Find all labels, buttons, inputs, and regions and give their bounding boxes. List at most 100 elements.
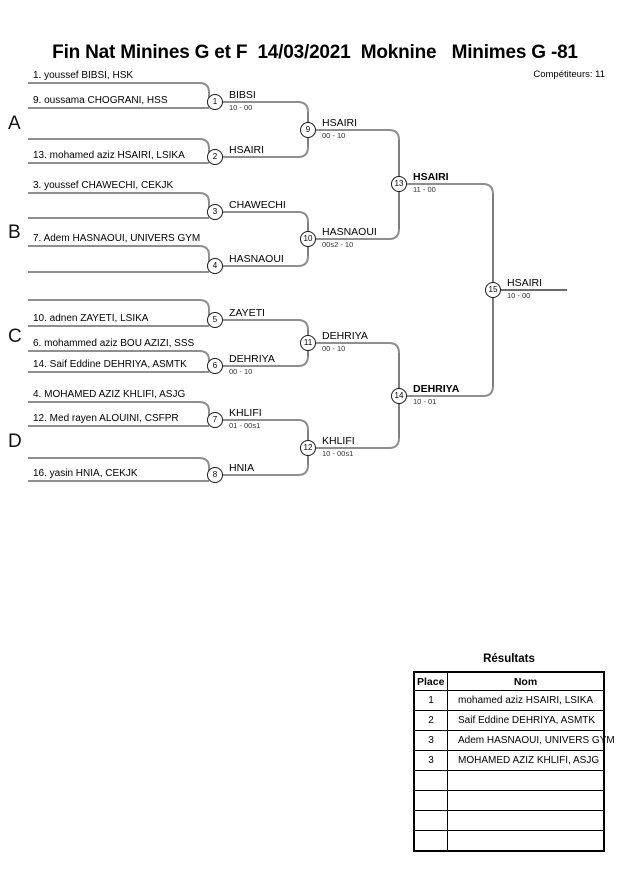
result-name: [447, 770, 605, 791]
entry-line: [28, 192, 210, 212]
winner-line: [316, 437, 400, 449]
result-place: 3: [413, 730, 448, 751]
result-place: [413, 770, 448, 791]
bracket-entry: 9. oussama CHOGRANI, HSS: [33, 95, 168, 106]
bracket-entry: 7. Adem HASNAOUI, UNIVERS GYM: [33, 233, 201, 244]
results-title: Résultats: [483, 653, 535, 665]
match-number-badge: 4: [207, 258, 223, 274]
winner-lines: [223, 101, 494, 476]
table-row: [413, 830, 605, 852]
match-winner: DEHRIYA: [413, 383, 460, 395]
match-score: 10 - 00s1: [322, 449, 354, 458]
winner-line: [316, 228, 400, 240]
result-place: 1: [413, 690, 448, 711]
winner-line: [223, 419, 309, 431]
match-score: 10 - 01: [413, 397, 437, 406]
winner-line: [223, 211, 309, 223]
match-winner: BIBSI: [229, 89, 256, 101]
match-number-badge: 5: [207, 312, 223, 328]
match-winner: KHLIFI: [322, 435, 355, 447]
match-winner: DEHRIYA: [322, 330, 368, 342]
match-winner: HSAIRI: [229, 144, 265, 156]
match-number-badge: 10: [300, 231, 316, 247]
match-score: 10 - 00: [507, 291, 531, 300]
pool-label-a: A: [8, 113, 21, 134]
result-place: 2: [413, 710, 448, 731]
result-name: Saif Eddine DEHRIYA, ASMTK: [447, 710, 605, 731]
match-number-badge: 6: [207, 358, 223, 374]
match-winner: HSAIRI: [322, 117, 358, 129]
result-place: 3: [413, 750, 448, 771]
match-score: 00 - 10: [322, 344, 346, 353]
bracket-entry: 12. Med rayen ALOUINI, CSFPR: [33, 413, 179, 424]
match-number-badge: 15: [485, 282, 501, 298]
match-score: 00s2 - 10: [322, 240, 354, 249]
table-row: 2 Saif Eddine DEHRIYA, ASMTK: [413, 710, 605, 731]
table-row: [413, 790, 605, 811]
match-winner: KHLIFI: [229, 407, 262, 419]
match-number-badge: 2: [207, 149, 223, 165]
bracket-entry: 6. mohammed aziz BOU AZIZI, SSS: [33, 338, 195, 349]
match-winner: HASNAOUI: [229, 253, 284, 265]
match-score: 00 - 10: [229, 367, 253, 376]
column-header-nom: Nom: [447, 671, 605, 691]
match-score: 10 - 00: [229, 103, 253, 112]
table-row: [413, 810, 605, 831]
bracket-entry: 4. MOHAMED AZIZ KHLIFI, ASJG: [33, 389, 186, 400]
match-winner: HSAIRI: [413, 171, 449, 183]
winner-line: [223, 255, 309, 267]
table-row: 3 MOHAMED AZIZ KHLIFI, ASJG: [413, 750, 605, 771]
bracket-entry: 3. youssef CHAWECHI, CEKJK: [33, 180, 174, 191]
winner-line: [223, 355, 309, 367]
bracket-entry: 1. youssef BIBSI, HSK: [33, 70, 134, 81]
result-place: [413, 830, 448, 852]
match-number-badge: 11: [300, 335, 316, 351]
winner-line: [223, 319, 309, 331]
match-number-badge: 8: [207, 467, 223, 483]
bracket-entry: 10. adnen ZAYETI, LSIKA: [33, 313, 149, 324]
result-name: [447, 810, 605, 831]
pool-label-b: B: [8, 222, 21, 243]
bracket-entry: 13. mohamed aziz HSAIRI, LSIKA: [33, 150, 185, 161]
result-name: MOHAMED AZIZ KHLIFI, ASJG: [447, 750, 605, 771]
match-number-badge: 14: [391, 388, 407, 404]
winner-line: [223, 101, 309, 113]
pool-label-d: D: [8, 431, 22, 452]
bracket-entry: 14. Saif Eddine DEHRIYA, ASMTK: [33, 359, 187, 370]
match-number-badge: 12: [300, 440, 316, 456]
results-panel: Résultats Place Nom 1 mohamed aziz HSAIR…: [413, 653, 615, 852]
match-score: 11 - 00: [413, 185, 436, 194]
entry-line: [28, 401, 210, 420]
table-row: 1 mohamed aziz HSAIRI, LSIKA: [413, 690, 605, 711]
match-score: 01 - 00s1: [229, 421, 261, 430]
match-winner: HNIA: [229, 462, 255, 474]
match-winner: CHAWECHI: [229, 199, 286, 211]
entry-line: [28, 82, 210, 102]
match-score: 00 - 10: [322, 131, 346, 140]
winner-line: [407, 385, 494, 397]
winner-line: [407, 183, 494, 195]
result-place: [413, 810, 448, 831]
results-header-row: Place Nom: [413, 671, 605, 691]
entry-line: [28, 245, 210, 266]
match-winner: HASNAOUI: [322, 226, 377, 238]
match-winner: HSAIRI: [507, 277, 543, 289]
winner-line: [223, 146, 309, 158]
bracket-lines: [28, 82, 567, 482]
match-number-badge: 7: [207, 412, 223, 428]
table-row: [413, 770, 605, 791]
pool-label-c: C: [8, 326, 22, 347]
winner-line: [316, 342, 400, 354]
match-number-badge: 1: [207, 94, 223, 110]
entry-line: [28, 138, 210, 157]
page-title: Fin Nat Minines G et F 14/03/2021 Moknin…: [52, 42, 578, 63]
competitors-count: Compétiteurs: 11: [533, 69, 605, 80]
winner-line: [316, 129, 400, 141]
result-name: Adem HASNAOUI, UNIVERS GYM: [447, 730, 615, 751]
match-number-badge: 3: [207, 204, 223, 220]
entry-line: [28, 299, 210, 320]
entry-line: [28, 457, 210, 475]
match-winner: DEHRIYA: [229, 353, 275, 365]
match-number-badge: 13: [391, 176, 407, 192]
